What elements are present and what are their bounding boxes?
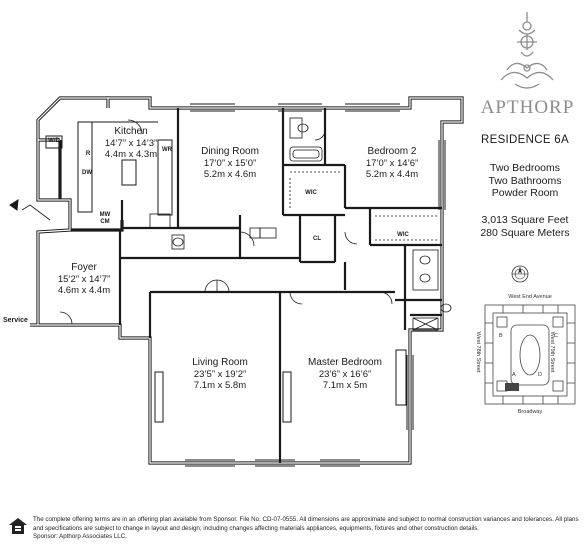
apthorp-crest-icon — [500, 12, 554, 89]
fixture-wall-refrigerator: WR — [162, 147, 172, 153]
room-dining-metric: 5.2m x 4.6m — [203, 169, 257, 180]
fixture-dishwasher: DW — [82, 170, 92, 176]
residence-title: RESIDENCE 6A — [481, 134, 569, 146]
area-square-feet: 3,013 Square Feet — [481, 214, 569, 226]
service-entrance-label: Service — [3, 317, 28, 324]
compass-icon — [511, 265, 529, 283]
fixture-closet: CL — [313, 236, 321, 242]
room-living-metric: 7.1m x 5.8m — [193, 380, 247, 391]
room-foyer-imperial: 15’2” x 14’7” — [57, 273, 111, 285]
room-bedroom2-name: Bedroom 2 — [367, 146, 417, 157]
keyplan-unit-a: A — [512, 372, 516, 378]
room-kitchen-imperial: 14’7” x 14’3” — [104, 137, 158, 149]
keyplan-south-street: Broadway — [517, 409, 543, 415]
room-kitchen-metric: 4.4m x 4.3m — [104, 149, 158, 160]
disclaimer-text: The complete offering terms are in an of… — [33, 516, 579, 532]
room-dining: Dining Room 17’0” x 15’0” 5.2m x 4.6m — [190, 146, 270, 181]
residence-area: 3,013 Square Feet 280 Square Meters — [470, 214, 580, 239]
residence-summary: Two Bedrooms Two Bathrooms Powder Room — [470, 162, 580, 200]
summary-powder-room: Powder Room — [491, 187, 559, 199]
fixture-refrigerator: R — [85, 151, 91, 157]
fixture-coffee-maker: CM — [100, 219, 110, 225]
room-dining-imperial: 17’0” x 15’0” — [203, 157, 257, 169]
brand-name: APTHORP — [480, 97, 575, 118]
summary-bathrooms: Two Bathrooms — [488, 174, 562, 187]
keyplan-unit-d: D — [538, 372, 542, 378]
room-living: Living Room 23’5” x 19’2” 7.1m x 5.8m — [180, 357, 260, 392]
fixture-microwave: MW — [99, 212, 111, 218]
footer-disclaimer: The complete offering terms are in an of… — [33, 516, 581, 542]
keyplan-unit-c: C — [554, 333, 558, 339]
fixture-walk-in-closet-2: WIC — [397, 232, 409, 238]
room-bedroom2-metric: 5.2m x 4.4m — [365, 169, 419, 180]
room-foyer-metric: 4.6m x 4.4m — [57, 285, 111, 296]
fixture-walk-in-closet-1: WIC — [305, 190, 317, 196]
equal-housing-opportunity-icon — [9, 518, 27, 534]
sponsor-text: Sponsor: Apthorp Associates LLC. — [33, 533, 127, 541]
room-bedroom2: Bedroom 2 17’0” x 14’6” 5.2m x 4.4m — [352, 146, 432, 181]
room-master-imperial: 23’6” x 16’6” — [318, 368, 372, 380]
room-master: Master Bedroom 23’6” x 16’6” 7.1m x 5m — [300, 357, 390, 392]
room-foyer-name: Foyer — [71, 262, 97, 273]
summary-bedrooms: Two Bedrooms — [489, 162, 561, 174]
keyplan-unit-b: B — [499, 333, 503, 339]
room-living-name: Living Room — [192, 357, 248, 368]
keyplan-west-street: West 78th Street — [475, 331, 481, 373]
keyplan-north-street: West End Avenue — [508, 294, 552, 300]
room-foyer: Foyer 15’2” x 14’7” 4.6m x 4.4m — [48, 262, 120, 297]
fixture-washer-dryer: W/D — [48, 138, 60, 144]
room-dining-name: Dining Room — [201, 146, 259, 157]
room-kitchen-name: Kitchen — [114, 126, 148, 137]
room-bedroom2-imperial: 17’0” x 14’6” — [365, 157, 419, 169]
floor-plan — [9, 96, 464, 467]
room-master-metric: 7.1m x 5m — [322, 380, 368, 391]
area-square-meters: 280 Square Meters — [480, 226, 570, 239]
room-living-imperial: 23’5” x 19’2” — [193, 368, 247, 380]
room-kitchen: Kitchen 14’7” x 14’3” 4.4m x 4.3m — [98, 126, 164, 161]
room-master-name: Master Bedroom — [308, 357, 382, 368]
key-plan — [484, 304, 576, 405]
